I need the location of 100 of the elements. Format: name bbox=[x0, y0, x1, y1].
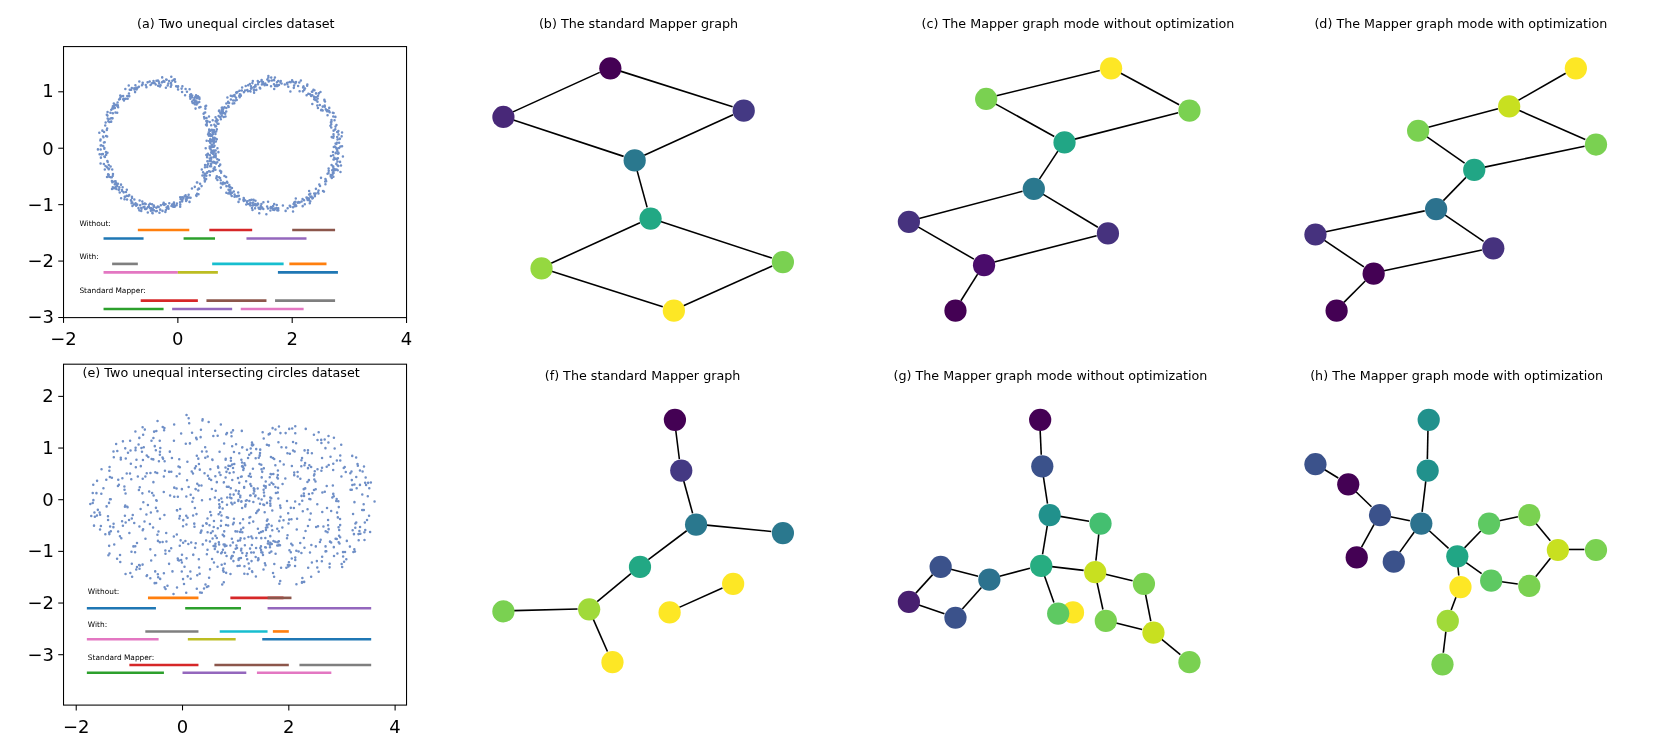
graph-edge bbox=[1383, 249, 1483, 272]
graph-node bbox=[1481, 236, 1504, 259]
graph-node bbox=[669, 458, 692, 482]
panel-title: (h) The Mapper graph mode with optimization bbox=[1310, 369, 1604, 383]
tick-label: 1 bbox=[42, 82, 54, 101]
graph-edge bbox=[1518, 109, 1587, 141]
graph-node bbox=[1038, 503, 1061, 526]
graph-node bbox=[1141, 620, 1165, 644]
tick-label: −3 bbox=[27, 645, 55, 664]
graph-edge bbox=[1517, 72, 1567, 102]
graph-edge bbox=[643, 113, 734, 157]
graph-node bbox=[663, 408, 686, 431]
graph-node bbox=[1517, 503, 1540, 526]
graph-node bbox=[771, 521, 794, 544]
graph-edge bbox=[1042, 476, 1049, 505]
graph-edge bbox=[1160, 638, 1182, 656]
graph-node bbox=[977, 568, 1000, 591]
graph-node bbox=[1462, 158, 1485, 181]
tick-label: 4 bbox=[400, 329, 413, 348]
graph-edge bbox=[674, 429, 681, 460]
graph-edge bbox=[678, 587, 724, 609]
graph-node bbox=[1029, 554, 1052, 577]
graph-node bbox=[1477, 511, 1500, 535]
graph-edge bbox=[1073, 112, 1179, 140]
graph-node bbox=[600, 650, 624, 673]
graph-node bbox=[1096, 221, 1119, 245]
tick-label: −2 bbox=[63, 717, 90, 736]
graph-node bbox=[1022, 177, 1045, 200]
graph-node bbox=[577, 597, 600, 620]
graph-node bbox=[1177, 99, 1201, 122]
tick-label: 0 bbox=[42, 490, 54, 509]
graph-edge bbox=[1038, 150, 1059, 180]
graph-edge bbox=[1096, 581, 1104, 611]
graph-node bbox=[1368, 503, 1391, 526]
graph-edge bbox=[961, 586, 983, 610]
graph-node bbox=[1052, 130, 1076, 153]
graph-edge bbox=[1119, 72, 1180, 106]
graph-node bbox=[1088, 511, 1112, 535]
graph-edge bbox=[550, 270, 664, 308]
graph-edge bbox=[1427, 107, 1499, 129]
graph-node bbox=[1099, 56, 1122, 79]
graph-node bbox=[1028, 408, 1051, 431]
graph-edge bbox=[1343, 280, 1367, 304]
graph-edge bbox=[1463, 530, 1482, 549]
graph-edge bbox=[1426, 429, 1429, 460]
graph-edge bbox=[512, 71, 601, 113]
graph-edge bbox=[592, 618, 609, 653]
graph-edge bbox=[682, 480, 694, 515]
graph-node bbox=[1564, 56, 1587, 79]
graph-node bbox=[1584, 132, 1607, 156]
graph-node bbox=[684, 512, 707, 536]
panel-title: (d) The Mapper graph mode with optimization bbox=[1314, 16, 1608, 30]
graph-node bbox=[897, 210, 920, 233]
graph-node bbox=[658, 600, 681, 624]
graph-edge bbox=[1389, 515, 1411, 522]
graph-edge bbox=[1428, 529, 1450, 550]
graph-edge bbox=[1104, 573, 1134, 582]
graph-edge bbox=[1095, 533, 1100, 562]
graph-edge bbox=[993, 234, 1098, 263]
graph-node bbox=[1406, 119, 1429, 142]
graph-edge bbox=[1498, 516, 1519, 522]
graph-node bbox=[598, 56, 621, 79]
graph-node bbox=[1303, 222, 1326, 246]
graph-node bbox=[1094, 609, 1117, 632]
tick-label: 2 bbox=[286, 329, 298, 348]
graph-edge bbox=[1059, 515, 1090, 522]
graph-edge bbox=[1042, 193, 1099, 228]
tick-label: −1 bbox=[27, 542, 55, 561]
graph-edge bbox=[995, 69, 1101, 97]
graph-edge bbox=[1442, 176, 1467, 202]
graph-node bbox=[1417, 408, 1440, 431]
graph-node bbox=[929, 555, 952, 578]
graph-edge bbox=[512, 119, 625, 158]
panel-title: (g) The Mapper graph mode without optimization bbox=[893, 369, 1208, 383]
graph-node bbox=[1046, 601, 1069, 625]
graph-edge bbox=[1500, 580, 1519, 585]
graph-node bbox=[1382, 550, 1405, 573]
graph-node bbox=[1430, 652, 1454, 675]
graph-node bbox=[771, 250, 794, 273]
graph-edge bbox=[1115, 622, 1143, 631]
graph-edge bbox=[647, 529, 688, 561]
panel-title: (b) The standard Mapper graph bbox=[538, 16, 739, 30]
tick-label: 1 bbox=[42, 439, 54, 458]
graph-node bbox=[1436, 609, 1459, 632]
graph-node bbox=[662, 299, 685, 322]
graph-node bbox=[1448, 575, 1472, 598]
tick-label: −2 bbox=[27, 252, 55, 271]
graph-edge bbox=[513, 608, 579, 612]
graph-edge bbox=[998, 567, 1031, 578]
graph-edge bbox=[1442, 630, 1447, 654]
graph-edge bbox=[1360, 523, 1375, 548]
panel-title: (a) Two unequal circles dataset bbox=[137, 16, 335, 30]
graph-edge bbox=[1043, 575, 1055, 604]
graph-edge bbox=[994, 103, 1056, 138]
graph-node bbox=[1030, 454, 1053, 477]
tick-label: −3 bbox=[27, 308, 55, 327]
tick-label: 4 bbox=[389, 717, 401, 736]
graph-edge bbox=[1398, 531, 1416, 553]
graph-edge bbox=[1421, 480, 1427, 513]
graph-edge bbox=[917, 226, 975, 260]
